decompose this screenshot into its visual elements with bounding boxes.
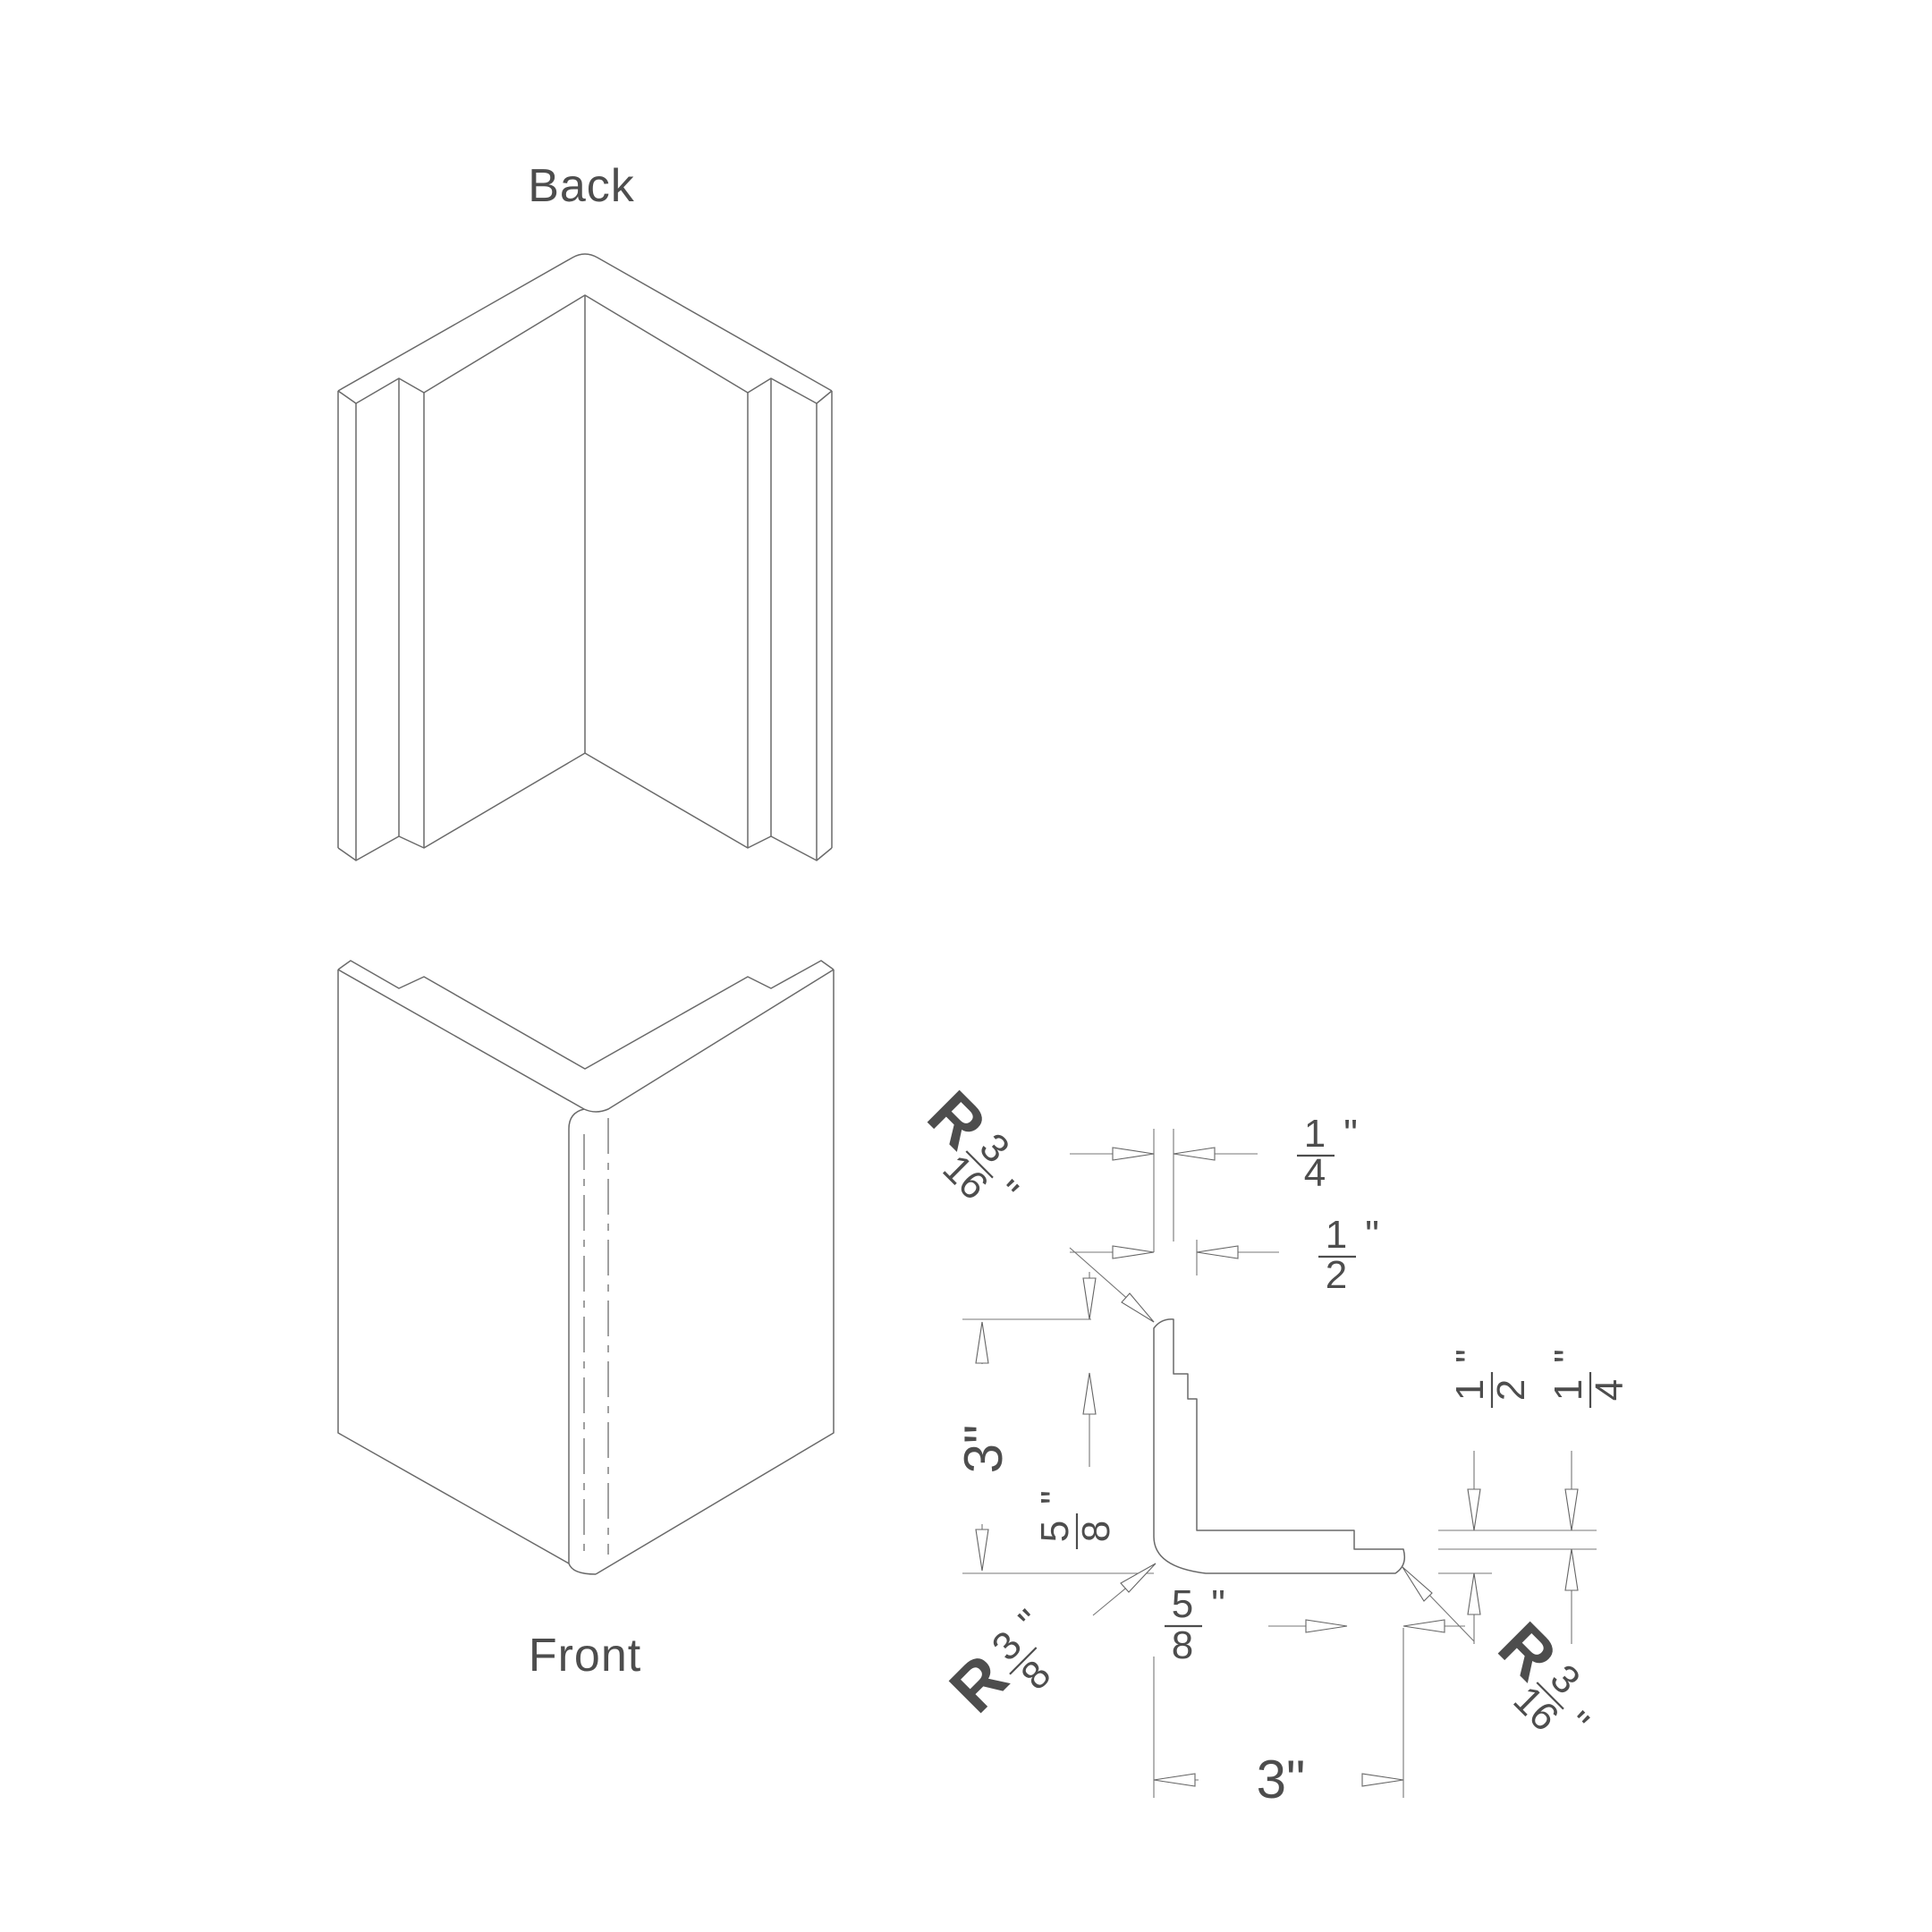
back-title: Back xyxy=(528,160,635,212)
front-title: Front xyxy=(529,1630,641,1682)
svg-text:1: 1 xyxy=(1448,1379,1492,1401)
dim-radius-end: R 3 16 " xyxy=(1485,1608,1597,1744)
dimension-lines xyxy=(962,1129,1597,1798)
front-view-drawing xyxy=(337,960,835,1575)
svg-text:5: 5 xyxy=(1033,1521,1077,1542)
dim-five-eighths-left: 5 8 " xyxy=(1033,1490,1118,1549)
svg-text:": " xyxy=(1211,1582,1225,1626)
dim-quarter-inch-right: 1 4 " xyxy=(1546,1349,1631,1408)
dim-radius-corner: R 3 8 " xyxy=(936,1602,1060,1727)
svg-text:": " xyxy=(1448,1349,1492,1363)
svg-text:4: 4 xyxy=(1304,1151,1326,1195)
svg-text:": " xyxy=(1033,1490,1077,1504)
dim-leg-vertical: 3" xyxy=(953,1425,1013,1474)
svg-text:2: 2 xyxy=(1489,1379,1533,1401)
svg-text:8: 8 xyxy=(1074,1521,1118,1542)
svg-text:8: 8 xyxy=(1172,1623,1193,1667)
dimension-arrowheads xyxy=(975,1147,1579,1787)
svg-text:": " xyxy=(1546,1349,1590,1363)
dim-leg-horizontal: 3" xyxy=(1257,1750,1306,1809)
svg-text:1: 1 xyxy=(1326,1213,1347,1257)
svg-text:5: 5 xyxy=(1172,1582,1193,1626)
svg-text:1: 1 xyxy=(1546,1379,1590,1401)
angle-profile-section xyxy=(1153,1318,1406,1574)
dim-half-inch-top: 1 2 " xyxy=(1318,1213,1379,1297)
svg-text:2: 2 xyxy=(1326,1253,1347,1297)
dim-radius-top: R 3 16 " xyxy=(914,1077,1027,1213)
svg-text:": " xyxy=(1343,1112,1358,1156)
svg-text:": " xyxy=(1011,1602,1052,1643)
dim-half-inch-right: 1 2 " xyxy=(1448,1349,1533,1408)
svg-text:1: 1 xyxy=(1304,1112,1326,1156)
dim-five-eighths-bottom: 5 8 " xyxy=(1165,1582,1225,1667)
back-view-drawing xyxy=(337,253,833,861)
svg-text:4: 4 xyxy=(1588,1379,1631,1401)
svg-text:": " xyxy=(1365,1213,1379,1257)
dim-quarter-inch-top: 1 4 " xyxy=(1297,1112,1358,1195)
